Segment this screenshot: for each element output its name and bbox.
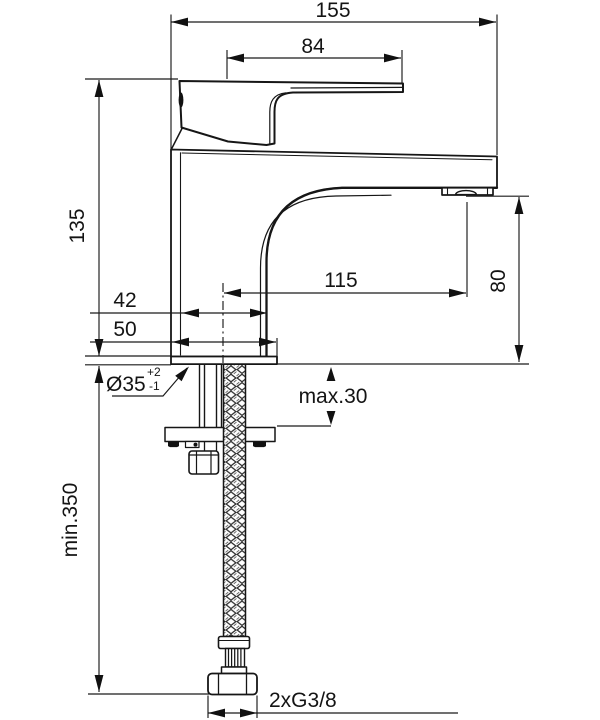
ext-lines xyxy=(226,50,403,84)
dim-spout-projection-label: 115 xyxy=(324,269,357,292)
dim-max-deck-thickness: max.30 xyxy=(299,367,368,425)
dim-overall-length-label: 155 xyxy=(315,0,350,22)
faucet-body xyxy=(170,127,499,358)
arrow-left xyxy=(172,337,189,347)
arrow-bottom xyxy=(94,339,104,356)
washer-clip-left xyxy=(168,441,179,448)
leader-arrow xyxy=(175,366,189,382)
dim-min-hose-length-label: min.350 xyxy=(59,483,82,558)
body-shoulder-line xyxy=(170,127,183,150)
hose-collar xyxy=(220,666,248,675)
shank-tube-lines xyxy=(198,363,223,429)
washer-clip-right xyxy=(253,441,266,448)
arrow-right xyxy=(250,308,267,318)
lever-inner-curve-line xyxy=(269,92,287,145)
lever-blade-inner-line xyxy=(290,86,403,89)
dim-supply-connection: 2xG3/8 xyxy=(207,689,458,718)
dim-max-deck-thickness-label: max.30 xyxy=(299,385,368,408)
base-plate xyxy=(170,355,278,365)
dim-hole-tol-upper-label: +2 xyxy=(147,365,161,379)
dim-outlet-height: 80 xyxy=(466,195,529,362)
mounting-nut-facets xyxy=(188,450,219,475)
arrow-top xyxy=(94,80,104,97)
ext-lines xyxy=(207,695,258,718)
arrow-right xyxy=(384,53,401,63)
dim-hole-diameter-label: Ø35 xyxy=(106,373,146,396)
arrow-up xyxy=(326,367,336,381)
dim-body-height: 135 xyxy=(66,78,178,357)
deck-lines xyxy=(85,363,529,427)
shank-below-washer xyxy=(203,441,218,452)
arrow-left xyxy=(208,708,225,718)
spout-underside-edge xyxy=(265,186,499,358)
hose-ferrule xyxy=(217,635,251,650)
mounting-washer xyxy=(164,426,276,449)
supply-hose xyxy=(207,363,258,696)
arrow-right xyxy=(449,288,466,298)
arrow-top xyxy=(514,197,524,214)
dim-base-depth: 50 xyxy=(90,318,278,356)
dim-hole-tol-lower-label: -1 xyxy=(149,379,160,393)
washer-clip-center-pin xyxy=(193,442,198,447)
spout-aerator xyxy=(441,186,494,196)
dim-overall-length: 155 xyxy=(170,0,498,155)
dim-spout-projection: 115 xyxy=(222,202,468,363)
spout-inner-curve-line xyxy=(259,194,392,357)
arrow-right xyxy=(259,337,276,347)
arrow-left xyxy=(171,17,188,27)
washer-body xyxy=(164,426,276,443)
aerator-outlet-dome xyxy=(454,189,478,196)
dim-body-depth-label: 42 xyxy=(113,289,136,312)
arrow-right xyxy=(240,708,257,718)
dim-body-depth: 42 xyxy=(90,289,267,318)
mounting-shank xyxy=(198,363,223,452)
hose-ribs xyxy=(227,648,242,668)
dim-min-hose-length: min.350 xyxy=(59,366,209,695)
hose-connection-nut xyxy=(207,672,258,696)
arrow-down xyxy=(326,411,336,425)
dim-supply-connection-label: 2xG3/8 xyxy=(269,689,337,712)
arrow-left xyxy=(182,308,199,318)
arrow-right xyxy=(479,17,496,27)
ext-lines xyxy=(85,78,178,357)
dim-base-depth-label: 50 xyxy=(113,318,136,341)
body-inner-top-line xyxy=(181,152,493,161)
mounting-nut xyxy=(188,450,220,475)
dim-hole-diameter: Ø35 +2 -1 xyxy=(106,365,189,397)
arrow-top xyxy=(94,366,104,383)
dim-lever-projection-label: 84 xyxy=(301,35,325,58)
dim-outlet-height-label: 80 xyxy=(487,269,510,292)
arrow-left xyxy=(224,288,241,298)
lever-outline xyxy=(178,80,404,146)
lever-pivot-mark xyxy=(178,92,184,108)
arrow-bottom xyxy=(514,345,524,362)
washer-clip-center xyxy=(184,440,200,449)
dim-body-height-label: 135 xyxy=(66,208,89,243)
arrow-left xyxy=(227,53,244,63)
hose-nut-facets xyxy=(217,673,248,695)
faucet-lever xyxy=(178,80,404,146)
dim-lever-projection: 84 xyxy=(226,35,403,84)
hose-braid xyxy=(222,363,247,638)
arrow-bottom xyxy=(94,675,104,692)
aerator-housing-notches xyxy=(446,187,489,196)
